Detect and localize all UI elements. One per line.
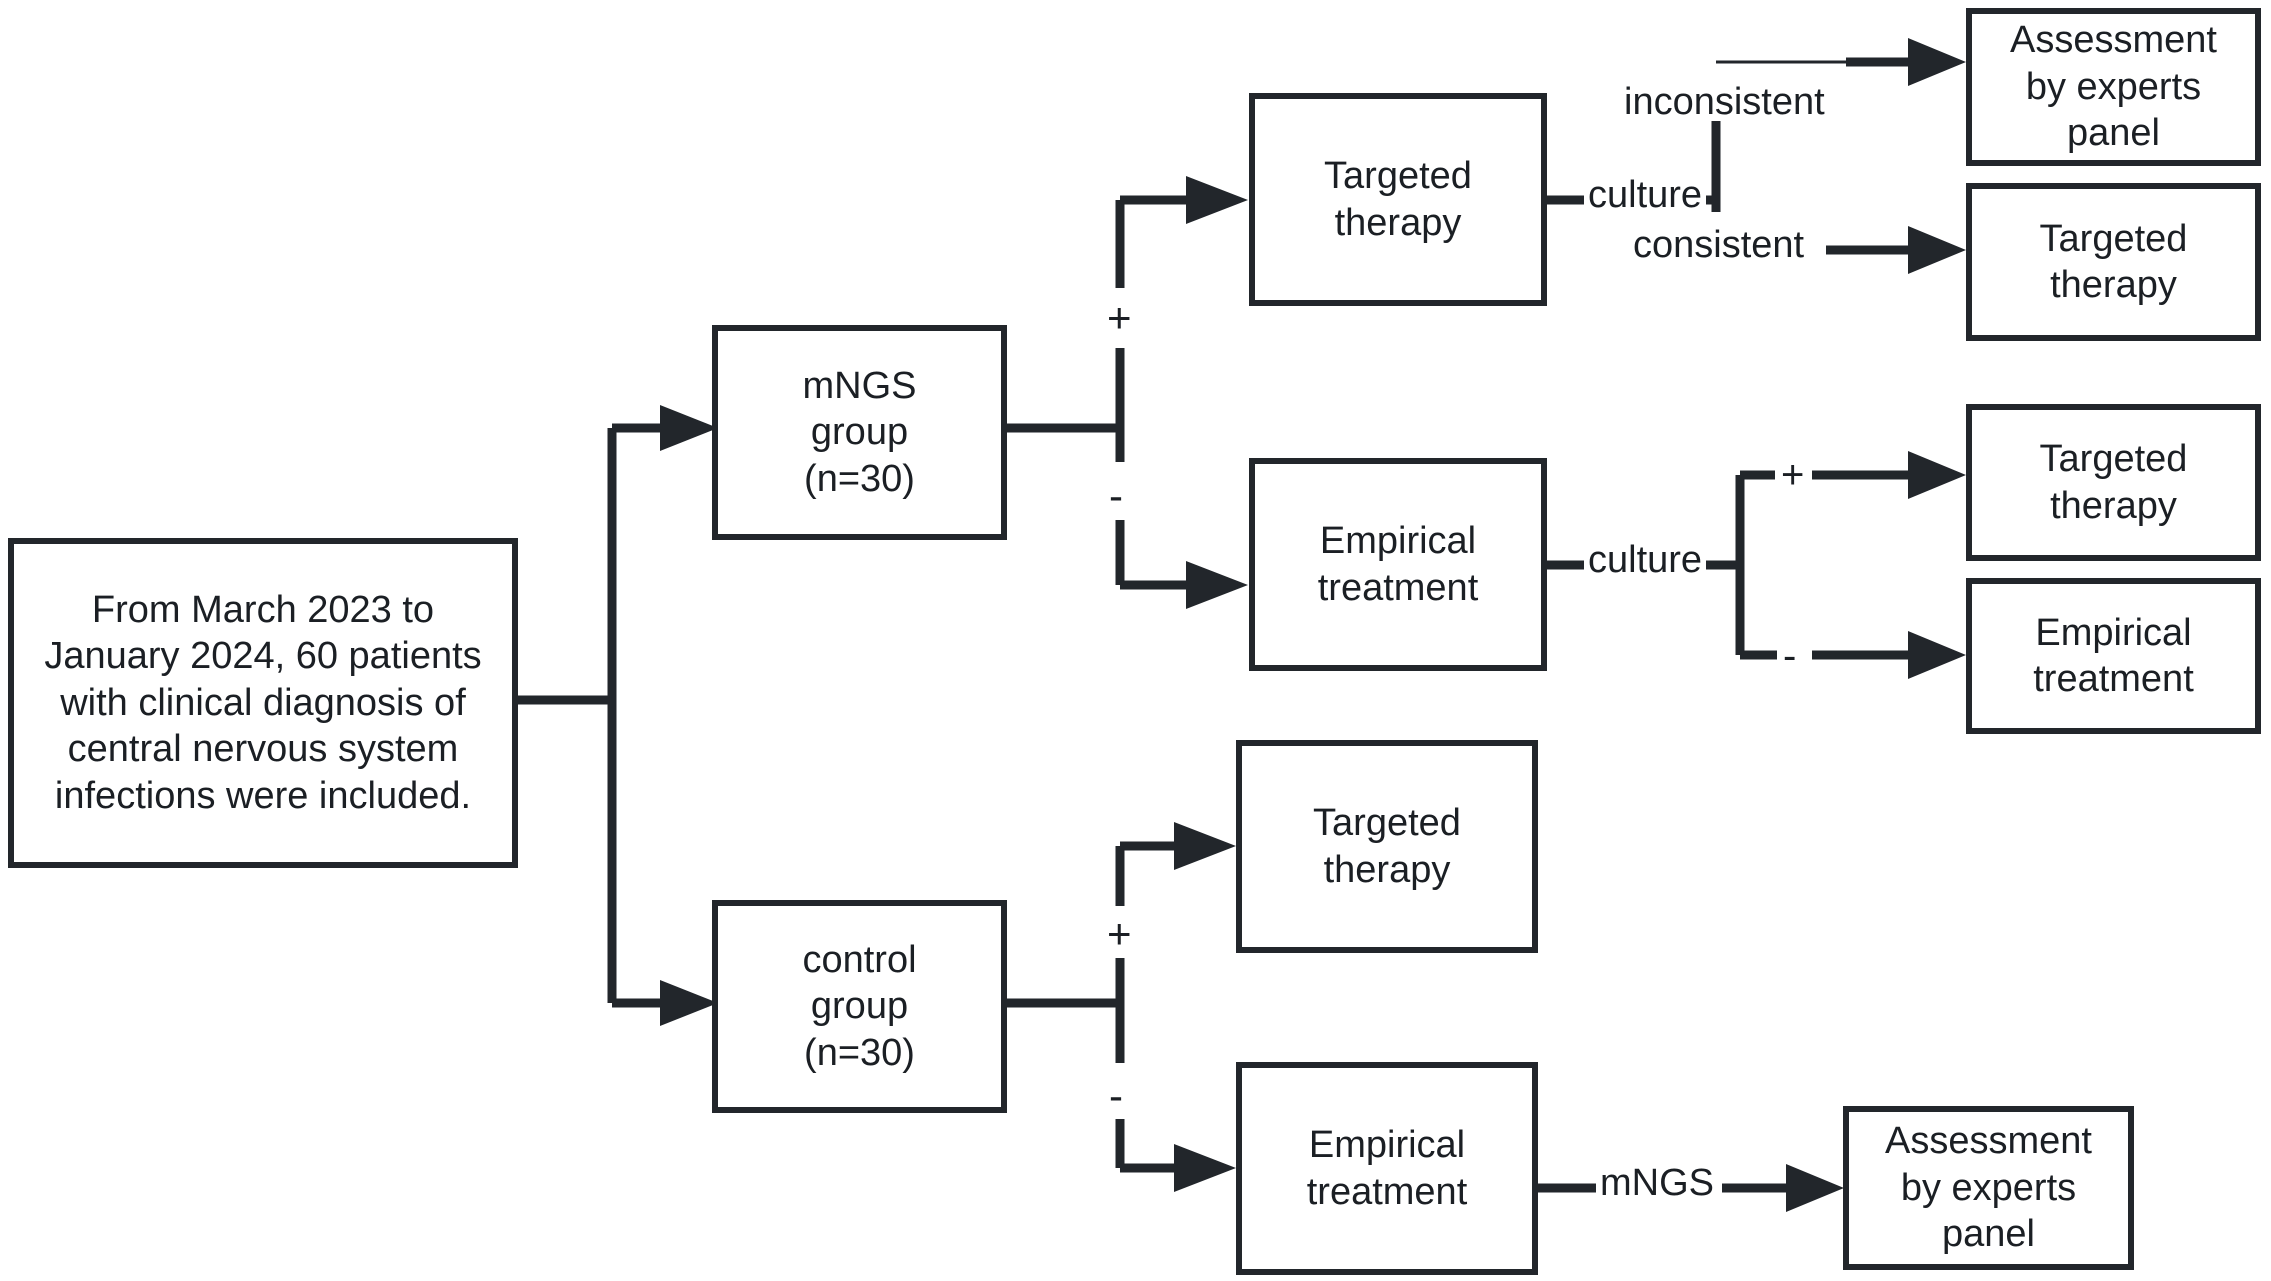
node-enrollment-label: From March 2023 to January 2024, 60 pati… — [44, 589, 482, 817]
edge-label-mngs-minus: - — [1103, 473, 1129, 519]
node-mngs-group-label: mNGS group (n=30) — [802, 364, 917, 500]
node-control-positive-targeted-therapy[interactable]: Targeted therapy — [1236, 740, 1538, 953]
arrowhead-inconsistent — [1908, 38, 1966, 86]
arrowhead-control-mngs — [1786, 1164, 1844, 1212]
node-culture-positive-targeted-therapy-label: Targeted therapy — [2039, 438, 2188, 527]
arrowhead-culture-mid-minus — [1908, 631, 1966, 679]
node-culture-inconsistent-experts-panel[interactable]: Assessment by experts panel — [1966, 8, 2261, 166]
arrowhead-culture-mid-plus — [1908, 451, 1966, 499]
node-mngs-group[interactable]: mNGS group (n=30) — [712, 325, 1007, 540]
arrowhead-mngs-plus — [1186, 176, 1248, 224]
arrowhead-consistent — [1908, 226, 1966, 274]
node-culture-positive-targeted-therapy[interactable]: Targeted therapy — [1966, 404, 2261, 561]
node-control-negative-empirical-treatment[interactable]: Empirical treatment — [1236, 1062, 1538, 1275]
edge-label-control-plus: + — [1101, 911, 1138, 957]
node-control-mngs-experts-panel[interactable]: Assessment by experts panel — [1843, 1106, 2134, 1270]
node-control-positive-targeted-therapy-label: Targeted therapy — [1313, 802, 1461, 891]
edge-label-control-mngs: mNGS — [1596, 1164, 1718, 1202]
node-culture-consistent-targeted-therapy[interactable]: Targeted therapy — [1966, 183, 2261, 341]
node-mngs-positive-targeted-therapy-label: Targeted therapy — [1324, 155, 1472, 244]
arrowhead-to-control — [660, 980, 718, 1026]
edge-label-control-minus: - — [1103, 1073, 1129, 1119]
node-culture-negative-empirical-treatment-label: Empirical treatment — [2033, 611, 2194, 700]
node-mngs-positive-targeted-therapy[interactable]: Targeted therapy — [1249, 93, 1547, 306]
arrowhead-control-plus — [1174, 822, 1236, 870]
arrowhead-control-minus — [1174, 1144, 1236, 1192]
node-culture-consistent-targeted-therapy-label: Targeted therapy — [2039, 217, 2188, 306]
node-control-mngs-experts-panel-label: Assessment by experts panel — [1885, 1120, 2092, 1256]
edge-label-consistent: consistent — [1629, 226, 1809, 264]
node-enrollment[interactable]: From March 2023 to January 2024, 60 pati… — [8, 538, 518, 868]
node-control-group-label: control group (n=30) — [802, 938, 917, 1074]
edge-label-culture-mid-minus: - — [1777, 634, 1803, 678]
node-mngs-negative-empirical-treatment[interactable]: Empirical treatment — [1249, 458, 1547, 671]
arrowhead-to-mngs — [660, 405, 718, 451]
edge-label-culture-top: culture — [1584, 176, 1707, 214]
node-culture-negative-empirical-treatment[interactable]: Empirical treatment — [1966, 578, 2261, 734]
edge-label-mngs-plus: + — [1101, 295, 1138, 341]
edge-label-inconsistent: inconsistent — [1620, 83, 1829, 121]
edge-label-culture-mid: culture — [1584, 541, 1707, 579]
node-culture-inconsistent-experts-panel-label: Assessment by experts panel — [2010, 19, 2217, 155]
edge-label-culture-mid-plus: + — [1775, 453, 1811, 497]
node-control-group[interactable]: control group (n=30) — [712, 900, 1007, 1113]
node-control-negative-empirical-treatment-label: Empirical treatment — [1306, 1124, 1468, 1213]
node-mngs-negative-empirical-treatment-label: Empirical treatment — [1317, 520, 1479, 609]
arrowhead-mngs-minus — [1186, 561, 1248, 609]
